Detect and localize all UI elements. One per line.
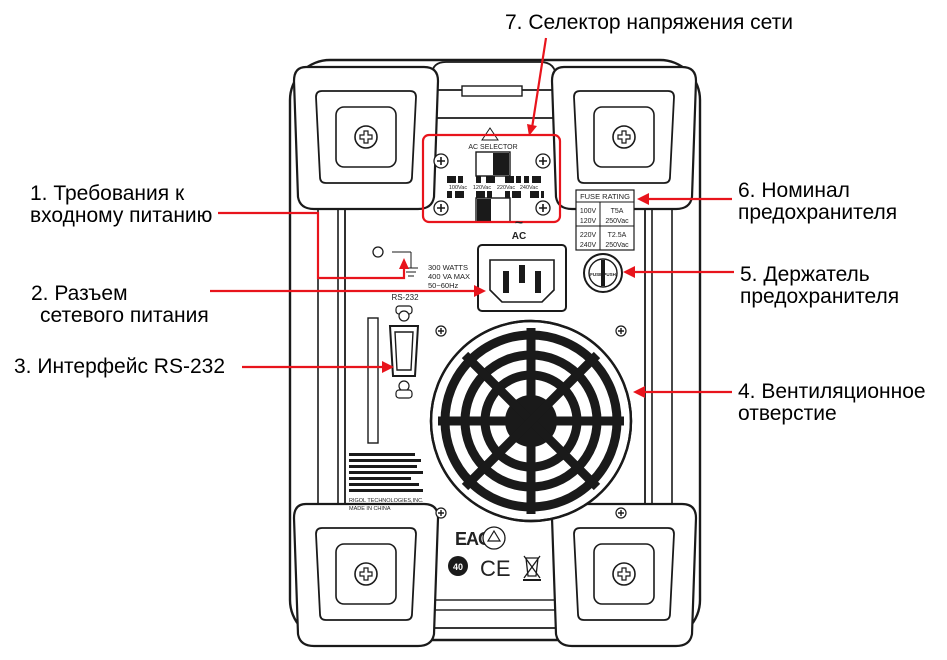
bumper-bottom-right [552,504,696,646]
maker-line-2: MADE IN CHINA [349,506,391,512]
fuse-rating-table: FUSE RATING 100V T5A 120V 250Vac 220V T2… [575,189,635,251]
callout-fuse-holder: 5. Держатель предохранителя [740,264,899,308]
warning-text-block [349,453,423,492]
fuse-cap-text: FUSE PUSH [590,272,616,277]
rs232-port[interactable]: RS-232 [388,293,419,399]
callout-power-socket: 2. Разъем сетевого питания [31,283,209,327]
callout-fuse-holder-line-2: предохранителя [740,285,900,308]
callout-vent: 4. Вентиляционное отверстие [738,381,926,425]
fan-screw-icon [615,325,627,337]
rohs-mark: 40 [453,562,463,572]
power-inlet[interactable] [477,244,567,312]
recycle-triangle-icon [482,526,506,550]
callout-ac-selector: 7. Селектор напряжения сети [505,12,793,34]
selector-option-120: 120Vac [473,185,491,191]
fuse-rating-cell: T5A [611,208,624,215]
callout-power-socket-line-1: 2. Разъем [31,282,128,305]
fuse-rating-cell: 220V [580,232,597,239]
callout-rs232-line-1: 3. Интерфейс RS-232 [14,355,226,378]
callout-vent-line-1: 4. Вентиляционное [738,380,926,403]
ac-tilde-icon: ~ [515,214,523,230]
eac-mark: EAC [455,529,491,549]
power-spec-line-1: 300 WATTS [428,263,468,272]
callout-rs232: 3. Интерфейс RS-232 [14,356,225,378]
ac-selector-title: AC SELECTOR [468,144,517,151]
fuse-rating-cell: 250Vac [605,242,629,249]
power-spec-line-3: 50~60Hz [428,281,458,290]
power-spec: 300 WATTS 400 VA MAX 50~60Hz [372,246,470,290]
fan-screw-icon [435,507,447,519]
callout-fuse-rating: 6. Номинал предохранителя [738,180,897,224]
callout-input-requirements-line-1: 1. Требования к [30,182,185,205]
selector-screw-icon [433,153,449,169]
rs232-panel-label: RS-232 [391,293,419,302]
callout-fuse-rating-line-2: предохранителя [738,201,898,224]
ac-selector[interactable]: AC SELECTOR 100Vac 120Vac 220Vac 240Vac [433,127,551,223]
power-spec-line-2: 400 VA MAX [428,272,470,281]
fan-screw-icon [435,325,447,337]
callout-power-socket-line-2: сетевого питания [40,304,209,327]
fuse-rating-title: FUSE RATING [580,192,630,201]
weee-bin-icon [523,555,541,581]
rohs-40-icon: 40 [448,556,468,576]
callout-leaders [210,37,734,398]
bumper-top-left [294,67,438,209]
fuse-rating-cell: 240V [580,242,597,249]
fuse-holder[interactable]: FUSE PUSH [583,253,623,293]
fuse-rating-cell: 120V [580,218,597,225]
selector-option-240: 240Vac [520,185,538,191]
maker-line-1: RIGOL TECHNOLOGIES,INC. [349,498,424,504]
selector-option-100: 100Vac [449,185,467,191]
bumper-bottom-left [294,504,438,646]
callout-ac-selector-line-1: 7. Селектор напряжения сети [505,11,793,34]
callout-input-requirements: 1. Требования к входному питанию [30,183,212,227]
selector-screw-icon [433,200,449,216]
selector-positions [447,176,544,198]
callout-fuse-holder-line-1: 5. Держатель [740,263,870,286]
ac-label: AC [512,231,526,242]
fuse-rating-cell: T2.5A [608,232,627,239]
fuse-rating-cell: 100V [580,208,597,215]
left-slot [367,317,379,444]
fan-screw-icon [615,507,627,519]
selector-option-220: 220Vac [497,185,515,191]
selector-screw-icon [535,153,551,169]
fan-vent [429,319,633,523]
fuse-rating-cell: 250Vac [605,218,629,225]
ce-mark: CE [480,556,511,581]
callout-input-requirements-line-2: входному питанию [30,204,213,227]
bumper-top-right [552,67,696,209]
selector-screw-icon [535,200,551,216]
callout-fuse-rating-line-1: 6. Номинал [738,179,850,202]
ac-selector-highlight [421,133,562,224]
callout-vent-line-2: отверстие [738,402,837,425]
